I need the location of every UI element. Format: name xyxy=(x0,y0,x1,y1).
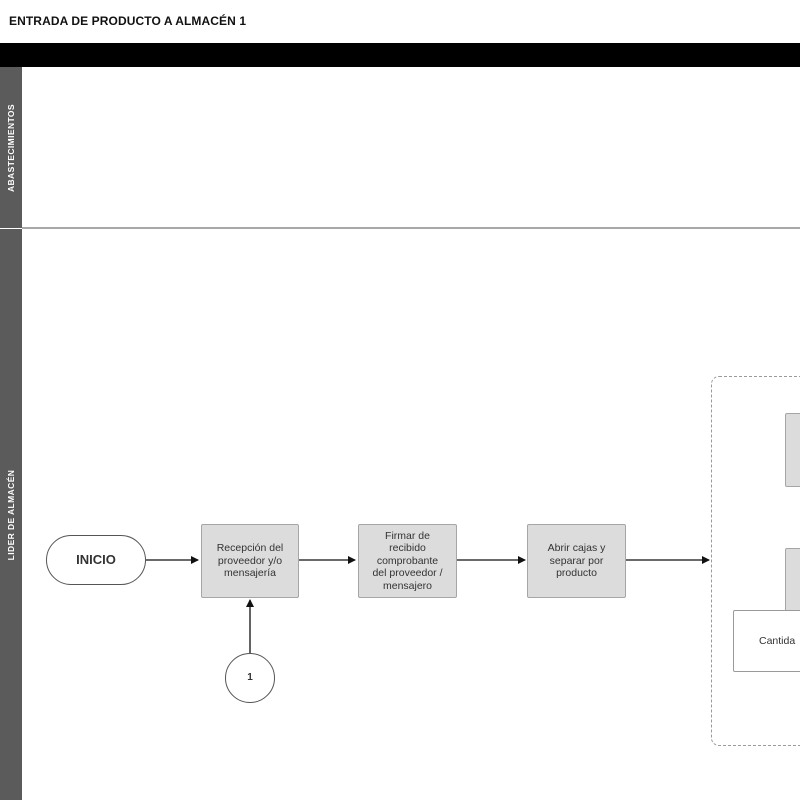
subprocess-group xyxy=(711,376,800,746)
process-box-partial-top xyxy=(785,413,800,487)
offpage-connector-1: 1 xyxy=(225,653,275,703)
lane-lider-almacen xyxy=(22,229,800,800)
cantidad-label: Cantida xyxy=(759,634,796,647)
lane-abastecimientos xyxy=(22,67,800,227)
diagram-title: ENTRADA DE PRODUCTO A ALMACÉN 1 xyxy=(9,14,247,28)
process-firmar-label: Firmar de recibido comprobante del prove… xyxy=(372,529,443,592)
lane-lider-almacen-header: LIDER DE ALMACÉN xyxy=(0,229,22,800)
connector-1-label: 1 xyxy=(247,671,253,683)
process-recepcion: Recepción del proveedor y/o mensajería xyxy=(201,524,299,598)
process-abrir-label: Abrir cajas y separar por producto xyxy=(547,542,606,580)
process-recepcion-label: Recepción del proveedor y/o mensajería xyxy=(216,542,284,580)
process-abrir: Abrir cajas y separar por producto xyxy=(527,524,626,598)
start-terminal: INICIO xyxy=(46,535,146,585)
lane-divider xyxy=(22,227,800,229)
process-firmar: Firmar de recibido comprobante del prove… xyxy=(358,524,457,598)
start-label: INICIO xyxy=(76,551,116,567)
lane-abastecimientos-header: ABASTECIMIENTOS xyxy=(0,67,22,228)
header-bar xyxy=(0,43,800,67)
cantidad-box: Cantida xyxy=(733,610,800,672)
